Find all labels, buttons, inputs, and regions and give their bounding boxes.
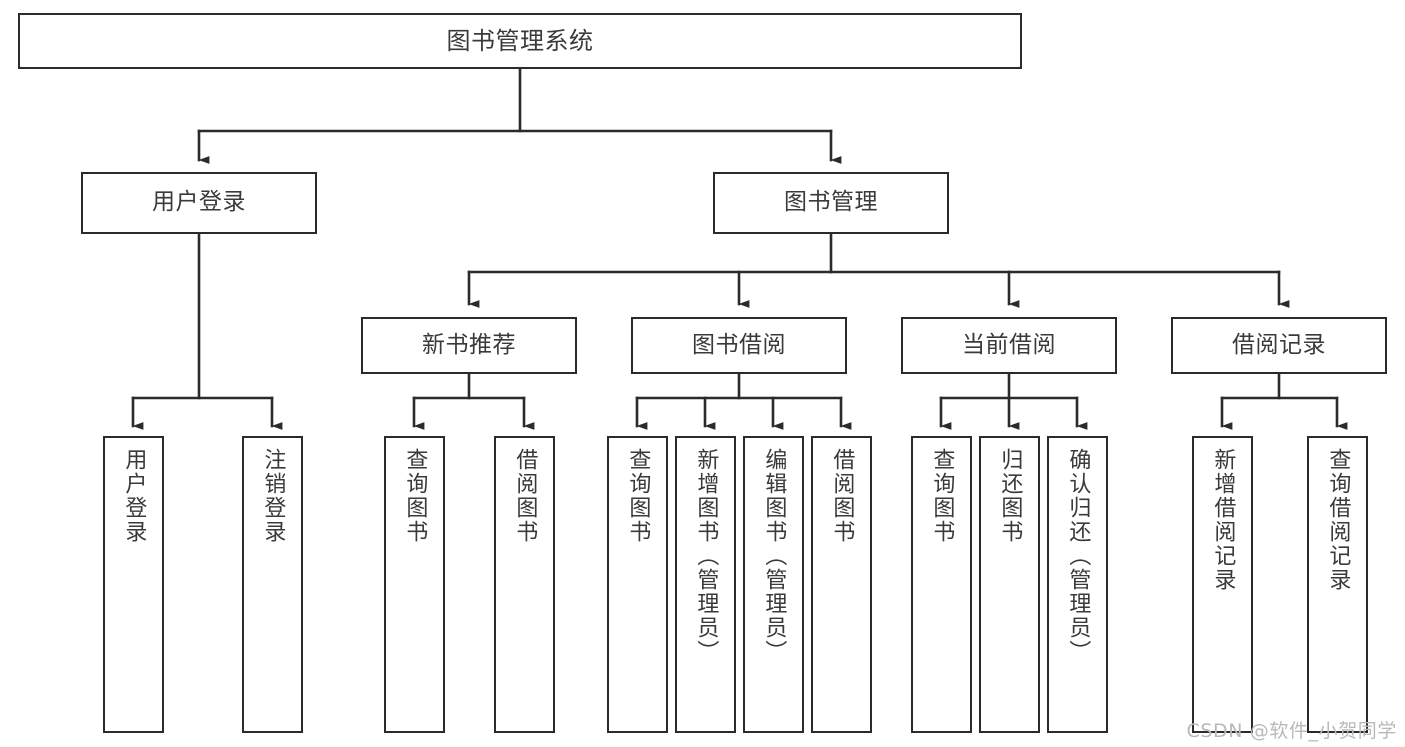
leaf-return-book[interactable]: 归还图书 [979,436,1040,733]
leaf-query-book-borrow[interactable]: 查询图书 [607,436,668,733]
node-label: 当前借阅 [962,331,1056,358]
node-label: 查询借阅记录 [1325,448,1351,592]
leaf-edit-book-admin[interactable]: 编辑图书（管理员） [743,436,804,733]
node-borrow-record[interactable]: 借阅记录 [1171,317,1387,374]
node-label: 用户登录 [152,189,246,216]
node-book-borrow[interactable]: 图书借阅 [631,317,847,374]
node-label: 借阅图书 [512,448,538,544]
node-label: 新书推荐 [422,331,516,358]
node-label: 图书管理系统 [446,26,594,55]
node-label: 用户登录 [121,448,147,544]
node-book-management[interactable]: 图书管理 [713,172,949,234]
node-label: 确认归还（管理员） [1065,448,1091,664]
node-user-login[interactable]: 用户登录 [81,172,317,234]
leaf-query-book-recommend[interactable]: 查询图书 [384,436,445,733]
node-label: 归还图书 [997,448,1023,544]
node-current-borrow[interactable]: 当前借阅 [901,317,1117,374]
leaf-borrow-book[interactable]: 借阅图书 [811,436,872,733]
node-label: 图书借阅 [692,331,786,358]
node-new-book-recommend[interactable]: 新书推荐 [361,317,577,374]
leaf-query-book-current[interactable]: 查询图书 [911,436,972,733]
node-label: 注销登录 [260,448,286,544]
node-label: 新增图书（管理员） [693,448,719,664]
leaf-user-login[interactable]: 用户登录 [103,436,164,733]
node-label: 查询图书 [625,448,651,544]
leaf-confirm-return-admin[interactable]: 确认归还（管理员） [1047,436,1108,733]
node-label: 新增借阅记录 [1210,448,1236,592]
node-label: 图书管理 [784,189,878,216]
csdn-watermark: CSDN @软件_小贺同学 [1186,720,1397,742]
node-label: 编辑图书（管理员） [761,448,787,664]
node-label: 借阅记录 [1232,331,1326,358]
leaf-borrow-book-recommend[interactable]: 借阅图书 [494,436,555,733]
leaf-query-borrow-record[interactable]: 查询借阅记录 [1307,436,1368,733]
node-root-book-management-system[interactable]: 图书管理系统 [18,13,1022,69]
node-label: 借阅图书 [829,448,855,544]
leaf-add-book-admin[interactable]: 新增图书（管理员） [675,436,736,733]
node-label: 查询图书 [402,448,428,544]
leaf-add-borrow-record[interactable]: 新增借阅记录 [1192,436,1253,733]
node-label: 查询图书 [929,448,955,544]
leaf-logout-login[interactable]: 注销登录 [242,436,303,733]
